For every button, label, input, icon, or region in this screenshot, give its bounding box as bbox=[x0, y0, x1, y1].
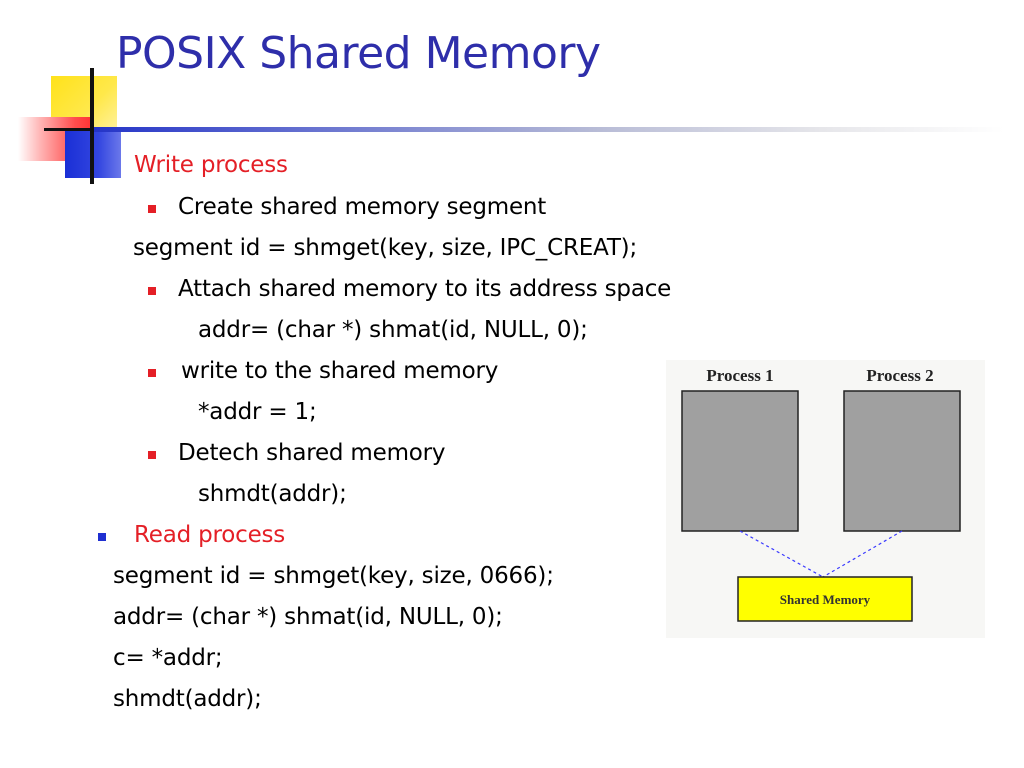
sub-bullet-marker bbox=[148, 369, 156, 377]
write-step-2-text: Attach shared memory to its address spac… bbox=[178, 276, 672, 302]
connector-process-1 bbox=[739, 530, 824, 578]
read-code-line-2: addr= (char *) shmat(id, NULL, 0); bbox=[113, 604, 503, 630]
process-2-label: Process 2 bbox=[866, 366, 933, 385]
shared-memory-diagram-svg: Process 1 Process 2 Shared Memory bbox=[681, 366, 961, 622]
write-step-3-code: *addr = 1; bbox=[198, 399, 317, 425]
decor-vertical-line bbox=[90, 68, 94, 184]
shared-memory-diagram: Process 1 Process 2 Shared Memory bbox=[666, 360, 985, 638]
sub-bullet-marker bbox=[148, 287, 156, 295]
sub-bullet-marker bbox=[148, 451, 156, 459]
write-process-heading: Write process bbox=[134, 152, 288, 178]
title-underline bbox=[94, 127, 1004, 132]
shared-memory-label: Shared Memory bbox=[780, 592, 871, 607]
write-step-2-code: addr= (char *) shmat(id, NULL, 0); bbox=[198, 317, 588, 343]
write-step-4-text: Detech shared memory bbox=[178, 440, 446, 466]
main-bullet-marker bbox=[98, 533, 106, 541]
process-1-label: Process 1 bbox=[706, 366, 773, 385]
process-1-box bbox=[681, 390, 799, 532]
write-step-4-code: shmdt(addr); bbox=[198, 481, 347, 507]
decor-horizontal-line bbox=[44, 128, 124, 131]
shared-memory-box bbox=[737, 576, 913, 622]
read-code-line-1: segment id = shmget(key, size, 0666); bbox=[113, 563, 554, 589]
read-code-line-4: shmdt(addr); bbox=[113, 686, 262, 712]
read-process-heading: Read process bbox=[134, 522, 286, 548]
sub-bullet-marker bbox=[148, 205, 156, 213]
write-step-1-text: Create shared memory segment bbox=[178, 194, 547, 220]
process-2-box bbox=[843, 390, 961, 532]
write-step-1-code: segment id = shmget(key, size, IPC_CREAT… bbox=[133, 235, 637, 261]
write-step-3-text: write to the shared memory bbox=[181, 358, 499, 384]
connector-process-2 bbox=[822, 530, 903, 578]
read-code-line-3: c= *addr; bbox=[113, 645, 223, 671]
slide-title: POSIX Shared Memory bbox=[116, 28, 601, 79]
